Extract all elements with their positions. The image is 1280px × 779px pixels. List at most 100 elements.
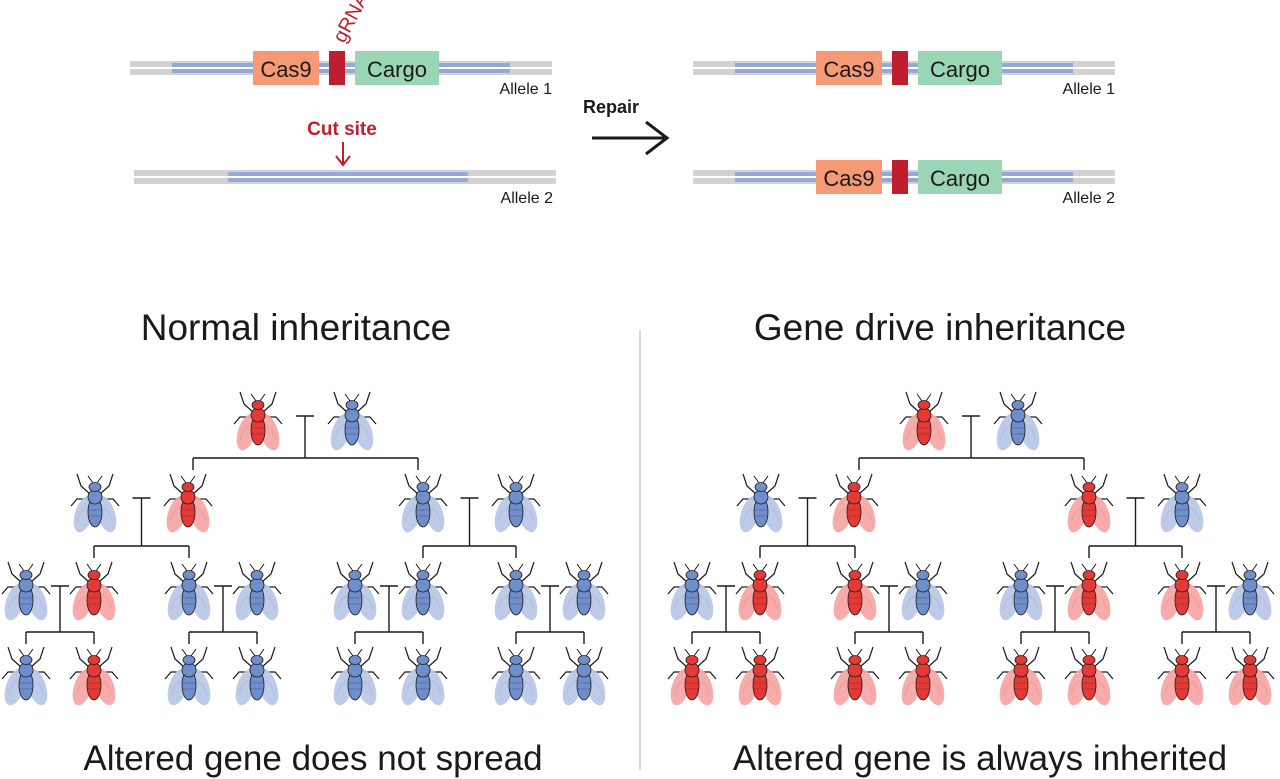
fly-leg: [1093, 561, 1108, 583]
fly-leg: [764, 646, 779, 668]
fly-gen3-4-blue: [232, 646, 282, 706]
fly-antenna: [585, 648, 592, 657]
fly-leg: [170, 646, 185, 668]
fly-head: [847, 482, 861, 492]
fly-gen3-6-red: [1064, 646, 1114, 706]
fly-leg: [427, 561, 442, 583]
fly-gen2-4-blue: [232, 561, 282, 621]
fly-leg: [905, 391, 920, 413]
fly-head: [182, 570, 196, 580]
left-allele-2-label: Allele 2: [501, 190, 554, 207]
repair-arrow-head: [645, 120, 670, 156]
fly-leg: [261, 561, 276, 583]
fly-antenna: [847, 648, 854, 657]
fly-leg: [836, 561, 851, 583]
fly-gen3-1-red: [667, 646, 717, 706]
fly-thorax: [1174, 489, 1190, 505]
fly-leg: [1186, 646, 1201, 668]
fly-head: [685, 570, 699, 580]
fly-antenna: [1090, 648, 1097, 657]
fly-gen3-3-blue: [164, 646, 214, 706]
fly-leg: [427, 473, 442, 495]
fly-antenna: [1090, 563, 1097, 572]
fly-leg: [261, 646, 276, 668]
fly-thorax: [1013, 577, 1029, 593]
fly-antenna: [356, 563, 363, 572]
fly-thorax: [1242, 577, 1258, 593]
cargo-box: [918, 51, 1002, 85]
fly-antenna: [250, 393, 257, 402]
fly-antenna: [190, 648, 197, 657]
fly-thorax: [1081, 662, 1097, 678]
fly-thorax: [752, 577, 768, 593]
fly-gen1-3-red: [1064, 473, 1114, 533]
repair-arrow: [592, 120, 670, 156]
fly-antenna: [258, 563, 265, 572]
fly-gen2-2-red: [735, 561, 785, 621]
fly-leg: [904, 646, 919, 668]
fly-thorax: [576, 662, 592, 678]
fly-head: [251, 400, 265, 410]
fly-head: [848, 655, 862, 665]
fly-thorax: [915, 577, 931, 593]
fly-antenna: [1022, 563, 1029, 572]
fly-antenna: [353, 393, 360, 402]
fly-head: [416, 655, 430, 665]
fly-gen2-4-blue: [898, 561, 948, 621]
fly-head: [19, 570, 33, 580]
fly-gen1-1-blue: [736, 473, 786, 533]
fly-gen3-1-blue: [1, 646, 51, 706]
grna-box: [329, 51, 345, 85]
fly-antenna: [684, 648, 691, 657]
normal-inheritance-caption: Altered gene does not spread: [83, 739, 542, 778]
fly-antenna: [693, 563, 700, 572]
fly-head: [1175, 570, 1189, 580]
right-allele-1-label: Allele 1: [1063, 81, 1116, 98]
fly-leg: [1002, 646, 1017, 668]
fly-antenna: [95, 563, 102, 572]
fly-leg: [238, 561, 253, 583]
fly-antenna: [1013, 648, 1020, 657]
fly-antenna: [86, 563, 93, 572]
fly-gen3-6-blue: [398, 646, 448, 706]
fly-leg: [99, 473, 114, 495]
fly-gen3-5-blue: [330, 646, 380, 706]
grna-box: [892, 51, 908, 85]
fly-antenna: [190, 563, 197, 572]
fly-antenna: [424, 648, 431, 657]
fly-head: [182, 655, 196, 665]
fly-leg: [75, 561, 90, 583]
drive-pedigree: [667, 391, 1275, 706]
fly-antenna: [1081, 475, 1088, 484]
fly-head: [416, 482, 430, 492]
fly-thorax: [249, 662, 265, 678]
fly-thorax: [347, 577, 363, 593]
fly-head: [87, 655, 101, 665]
fly-leg: [520, 561, 535, 583]
fly-leg: [1070, 646, 1085, 668]
fly-head: [1011, 400, 1025, 410]
fly-gen3-2-red: [69, 646, 119, 706]
fly-antenna: [753, 475, 760, 484]
fly-leg: [336, 561, 351, 583]
fly-thorax: [915, 662, 931, 678]
cut-site-label: Cut site: [307, 119, 377, 140]
fly-antenna: [925, 393, 932, 402]
fly-leg: [193, 646, 208, 668]
fly-antenna: [517, 563, 524, 572]
fly-gen3-3-red: [830, 646, 880, 706]
fly-leg: [565, 561, 580, 583]
fly-head: [345, 400, 359, 410]
fly-leg: [927, 561, 942, 583]
fly-leg: [742, 473, 757, 495]
grna-box: [892, 160, 908, 194]
fly-leg: [30, 561, 45, 583]
fly-leg: [1002, 561, 1017, 583]
fly-antenna: [181, 563, 188, 572]
fly-leg: [497, 473, 512, 495]
fly-head: [1082, 482, 1096, 492]
fly-gen3-4-red: [898, 646, 948, 706]
fly-antenna: [1183, 475, 1190, 484]
